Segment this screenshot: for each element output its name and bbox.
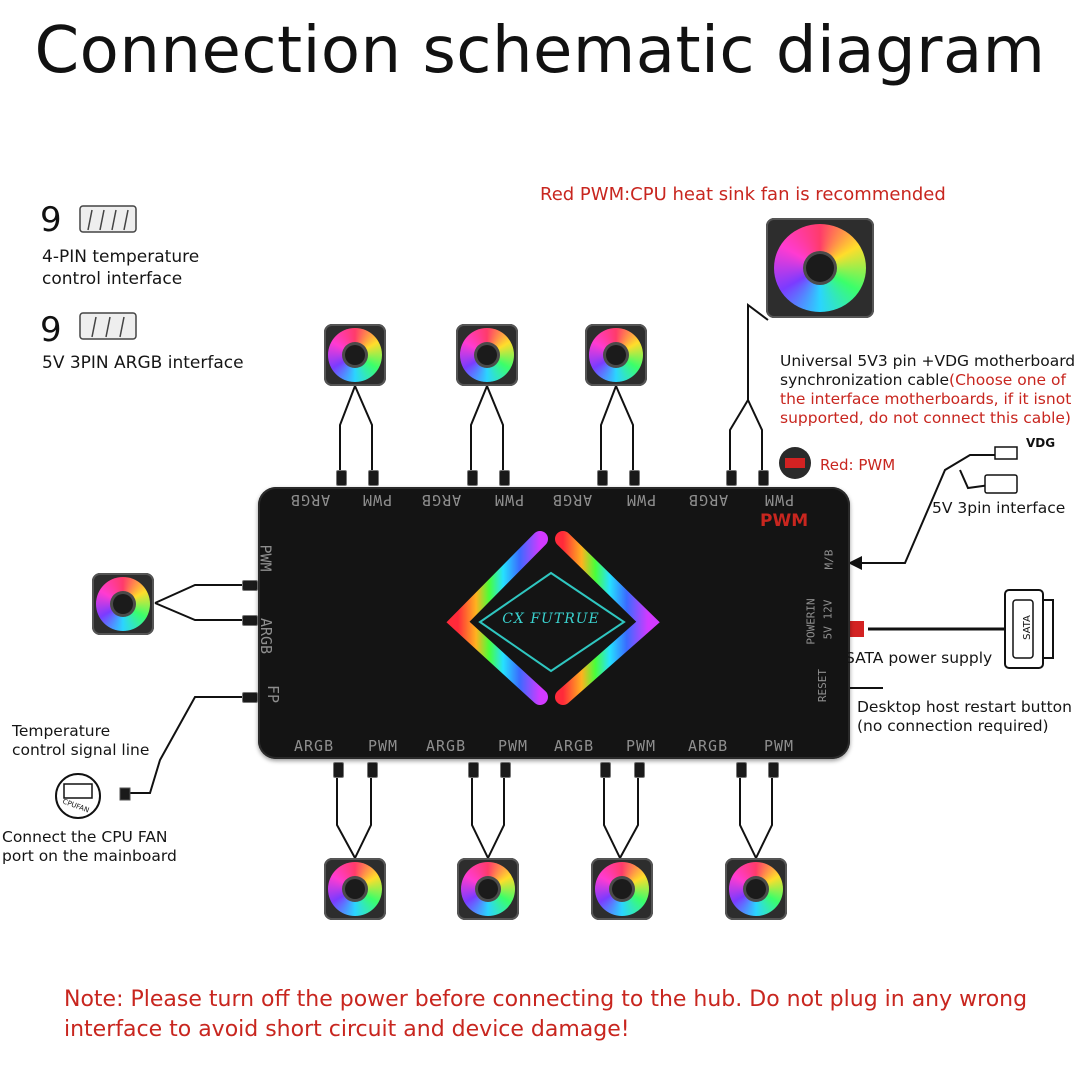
plug bbox=[629, 470, 640, 486]
cpu-fan-port-icon bbox=[55, 773, 101, 819]
sata-text: SATA bbox=[1021, 615, 1033, 640]
cpu-heatsink-fan bbox=[766, 218, 874, 318]
vdg-connector-icon bbox=[994, 446, 1018, 460]
pin4-count: 9 bbox=[40, 200, 62, 240]
universal-cable-note: Universal 5V3 pin +VDG motherboard synch… bbox=[780, 352, 1076, 428]
sata-power-label: SATA power supply bbox=[845, 649, 993, 667]
pin3-label: 5V 3PIN ARGB interface bbox=[42, 353, 244, 373]
plug bbox=[597, 470, 608, 486]
port-label: ARGB bbox=[426, 737, 467, 755]
cpu-fan-label: Connect the CPU FAN port on the mainboar… bbox=[2, 828, 177, 865]
plug bbox=[726, 470, 737, 486]
port-label: ARGB bbox=[688, 737, 729, 755]
sata-red-plug bbox=[848, 621, 864, 637]
plug bbox=[367, 762, 378, 778]
plug bbox=[736, 762, 747, 778]
plug bbox=[768, 762, 779, 778]
port-label: PWM bbox=[498, 737, 529, 755]
red-pwm-note: Red PWM:CPU heat sink fan is recommended bbox=[540, 184, 946, 205]
argb-fan bbox=[92, 573, 154, 635]
argb-fan bbox=[456, 324, 518, 386]
plug bbox=[368, 470, 379, 486]
port-label: PWM bbox=[626, 737, 657, 755]
plug bbox=[242, 580, 258, 591]
diagram-title: Connection schematic diagram bbox=[34, 14, 1046, 88]
plug bbox=[500, 762, 511, 778]
plug bbox=[242, 692, 258, 703]
plug bbox=[333, 762, 344, 778]
temp-signal-label: Temperature control signal line bbox=[12, 722, 150, 759]
universal-cable-warning: (Choose one of the interface motherboard… bbox=[780, 371, 1072, 427]
brand-logo: CX FUTRUE bbox=[502, 611, 600, 627]
plug bbox=[336, 470, 347, 486]
argb-fan bbox=[725, 858, 787, 920]
plug bbox=[758, 470, 769, 486]
universal-cable-text: Universal 5V3 pin +VDG motherboard synch… bbox=[780, 352, 1076, 389]
plug bbox=[600, 762, 611, 778]
port-label: PWM bbox=[368, 737, 399, 755]
argb-fan bbox=[457, 858, 519, 920]
pin4-connector-icon bbox=[79, 205, 137, 233]
red-pwm-label: Red: PWM bbox=[820, 456, 896, 474]
warning-note: Note: Please turn off the power before c… bbox=[64, 987, 1028, 1042]
plug bbox=[242, 615, 258, 626]
pin3-count: 9 bbox=[40, 310, 62, 350]
rgb-light-bar bbox=[320, 531, 782, 705]
pin3-interface-label: 5V 3pin interface bbox=[932, 499, 1066, 517]
port-label: ARGB bbox=[294, 737, 335, 755]
argb-fan bbox=[324, 324, 386, 386]
argb-fan bbox=[324, 858, 386, 920]
plug bbox=[634, 762, 645, 778]
pin3-legend-icon bbox=[79, 312, 137, 340]
pin4-label: 4-PIN temperature control interface bbox=[42, 247, 200, 289]
port-label: ARGB bbox=[554, 737, 595, 755]
port-label: PWM bbox=[764, 737, 795, 755]
restart-button-label: Desktop host restart button (no connecti… bbox=[857, 698, 1072, 735]
fan-hub: ARGB PWM ARGB PWM ARGB PWM ARGB PWM PWM … bbox=[257, 487, 850, 759]
plug bbox=[499, 470, 510, 486]
sata-connector-icon bbox=[1004, 589, 1054, 669]
pwm-red-label: PWM bbox=[760, 511, 809, 531]
plug bbox=[468, 762, 479, 778]
vdg-label: VDG bbox=[1026, 436, 1056, 450]
argb-fan bbox=[585, 324, 647, 386]
pin3-connector-icon bbox=[984, 474, 1018, 494]
plug bbox=[467, 470, 478, 486]
argb-fan bbox=[591, 858, 653, 920]
